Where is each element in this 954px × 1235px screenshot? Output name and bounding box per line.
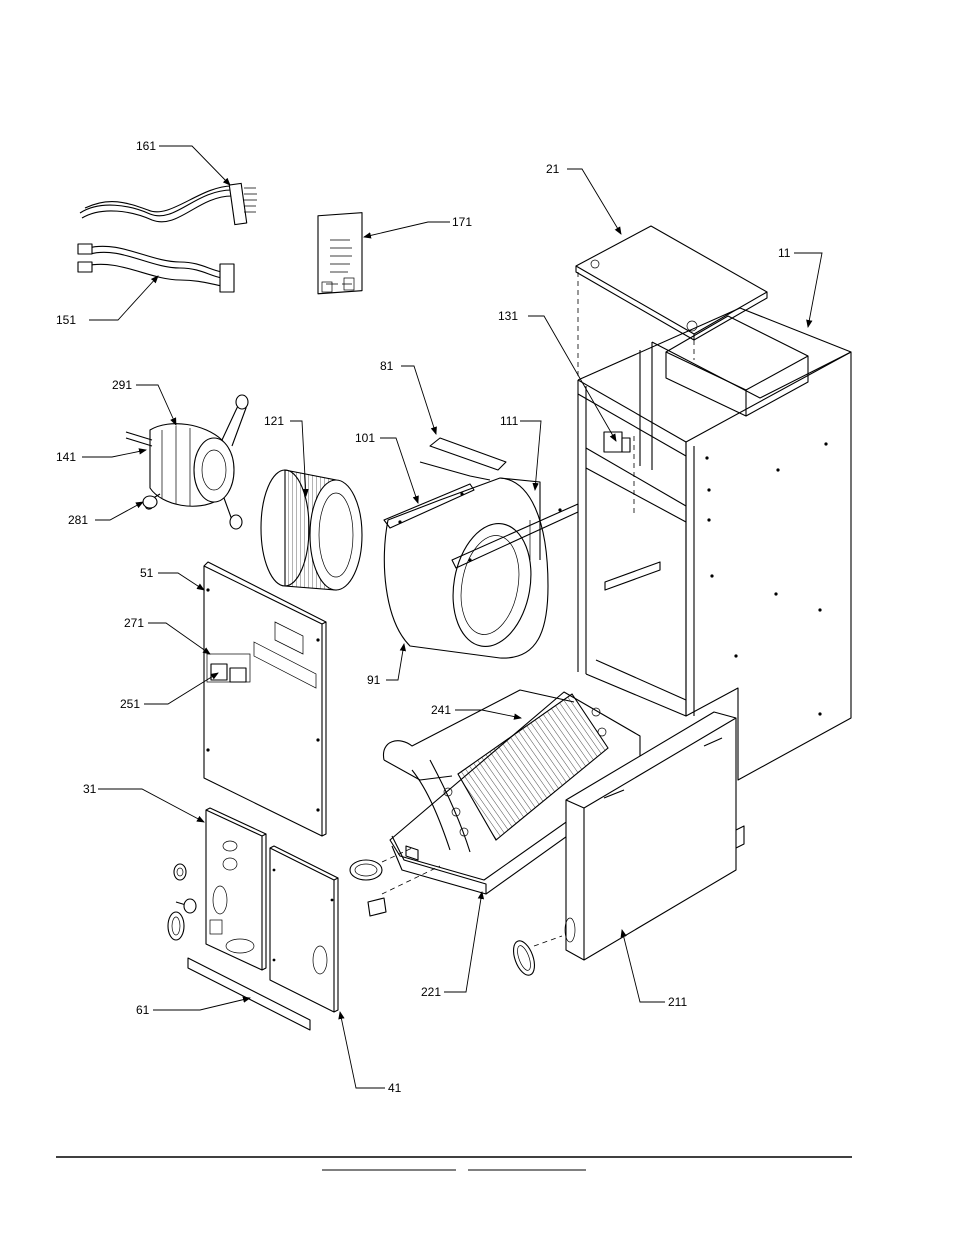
callout-141: 141 <box>56 450 76 464</box>
cabinet-11 <box>577 307 852 781</box>
callout-281: 281 <box>68 513 88 527</box>
control-board-171 <box>317 212 363 295</box>
blower-housing-91 <box>383 437 579 659</box>
callout-211: 211 <box>668 995 687 1009</box>
callout-131: 131 <box>498 309 518 323</box>
gasket-parts <box>349 847 563 976</box>
wire-harness-161 <box>79 182 257 226</box>
callout-151: 151 <box>56 313 76 327</box>
access-panel-31 <box>205 807 267 971</box>
callout-61: 61 <box>136 1003 150 1017</box>
callout-101: 101 <box>355 431 375 445</box>
callout-111: 111 <box>500 414 519 428</box>
callout-221: 221 <box>421 985 441 999</box>
callout-161: 161 <box>136 139 156 153</box>
callout-291: 291 <box>112 378 132 392</box>
blower-motor-141 <box>125 394 249 530</box>
coil-door-211 <box>564 711 745 961</box>
callout-11: 11 <box>778 246 791 260</box>
callout-51: 51 <box>140 566 154 580</box>
access-panel-41 <box>269 845 339 1013</box>
callout-251: 251 <box>120 697 140 711</box>
callout-31: 31 <box>83 782 97 796</box>
blower-panel-51 <box>203 561 327 837</box>
callout-21: 21 <box>546 162 560 176</box>
leader-lines <box>82 145 823 1089</box>
callout-labels: 161 151 171 21 11 131 291 141 281 121 81… <box>56 139 791 1095</box>
top-panel-21 <box>575 225 768 341</box>
callout-171: 171 <box>452 215 472 229</box>
grommet-parts <box>167 863 197 941</box>
filler-strip-61 <box>187 957 311 1031</box>
callout-271: 271 <box>124 616 144 630</box>
footer-rules <box>56 1156 852 1171</box>
callout-241: 241 <box>431 703 451 717</box>
callout-41: 41 <box>388 1081 402 1095</box>
blower-wheel-121 <box>260 469 363 591</box>
callout-91: 91 <box>367 673 381 687</box>
callout-121: 121 <box>264 414 284 428</box>
callout-81: 81 <box>380 359 394 373</box>
wire-harness-151 <box>77 243 235 293</box>
